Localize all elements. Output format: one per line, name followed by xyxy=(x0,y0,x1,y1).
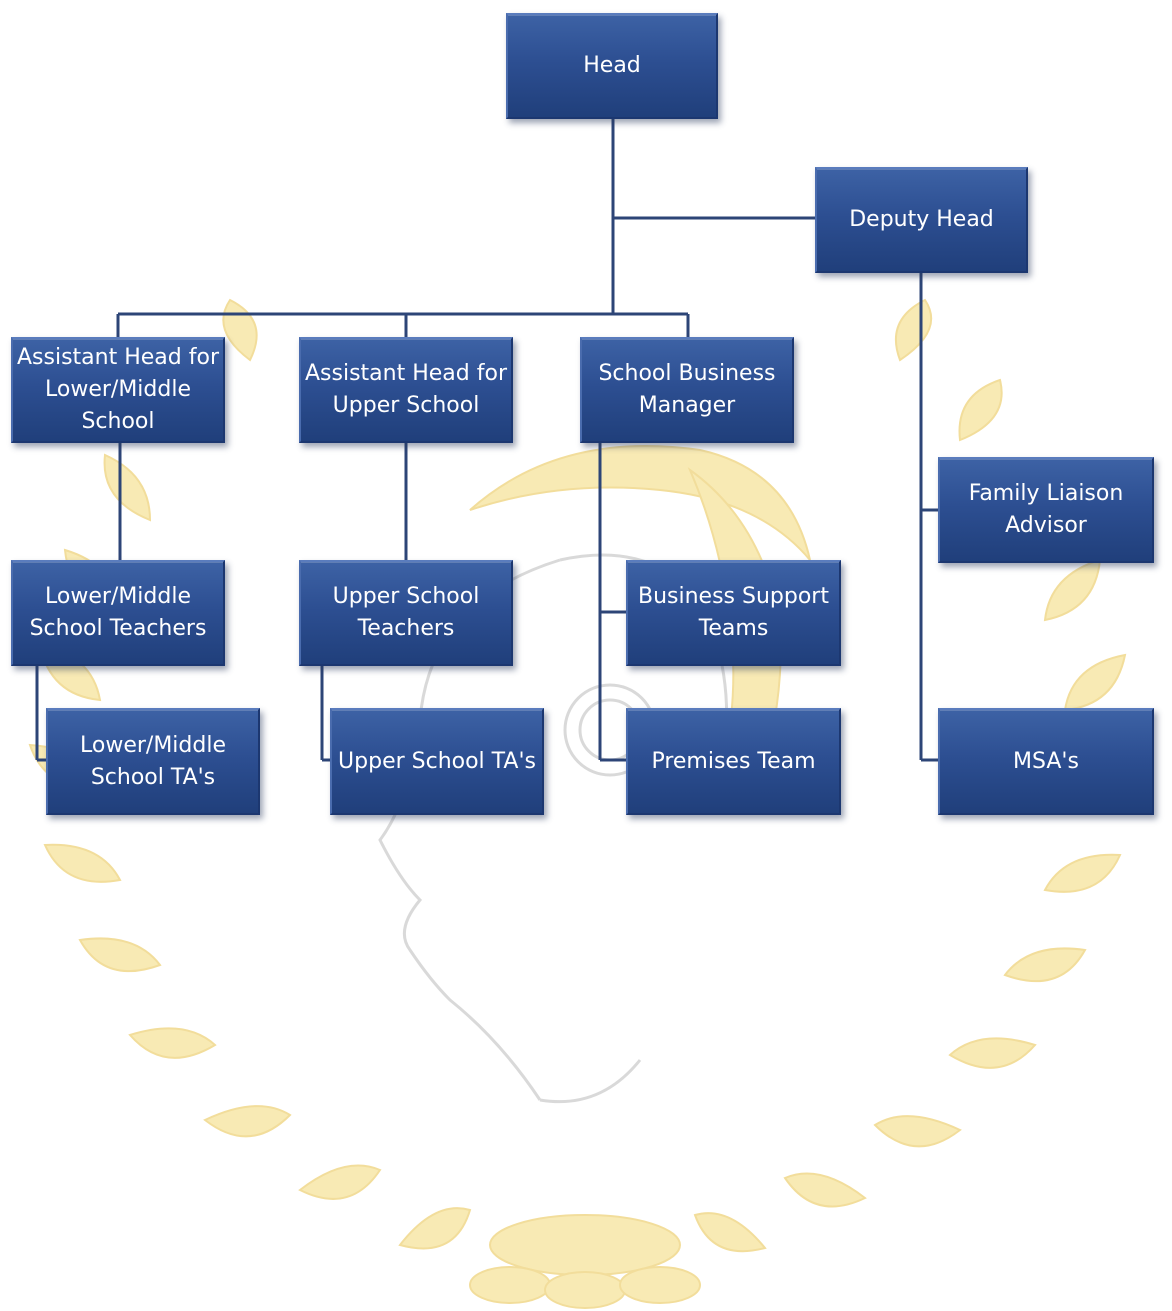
node-family-liaison-advisor-label: Family Liaison Advisor xyxy=(968,481,1124,538)
node-assistant-head-upper-label: Assistant Head for Upper School xyxy=(305,361,507,418)
node-head-label: Head xyxy=(583,53,641,78)
node-lower-middle-tas-label: Lower/Middle School TA's xyxy=(80,732,226,790)
node-premises-team-label: Premises Team xyxy=(651,748,816,774)
node-deputy-head: Deputy Head xyxy=(815,167,1028,273)
node-premises-team: Premises Team xyxy=(626,708,841,815)
node-family-liaison-advisor: Family Liaison Advisor xyxy=(938,457,1154,563)
node-assistant-head-upper: Assistant Head for Upper School xyxy=(299,337,513,443)
node-lower-middle-teachers-label: Lower/Middle School Teachers xyxy=(29,584,207,641)
node-head: Head xyxy=(506,13,718,119)
node-upper-tas-label: Upper School TA's xyxy=(338,748,536,774)
node-lower-middle-teachers: Lower/Middle School Teachers xyxy=(11,560,225,666)
node-school-business-manager-label: School Business Manager xyxy=(598,361,776,418)
node-business-support-teams: Business Support Teams xyxy=(626,560,841,666)
node-upper-teachers-label: Upper School Teachers xyxy=(332,584,480,641)
node-upper-tas: Upper School TA's xyxy=(330,708,544,815)
node-lower-middle-tas: Lower/Middle School TA's xyxy=(46,708,260,815)
node-assistant-head-lower-middle: Assistant Head for Lower/Middle School xyxy=(11,337,225,443)
node-msas: MSA's xyxy=(938,708,1154,815)
node-deputy-head-label: Deputy Head xyxy=(849,207,994,232)
node-assistant-head-lower-middle-label: Assistant Head for Lower/Middle School xyxy=(17,345,219,434)
node-upper-teachers: Upper School Teachers xyxy=(299,560,513,666)
node-msas-label: MSA's xyxy=(1013,748,1079,774)
node-school-business-manager: School Business Manager xyxy=(580,337,794,443)
node-business-support-teams-label: Business Support Teams xyxy=(638,584,829,641)
